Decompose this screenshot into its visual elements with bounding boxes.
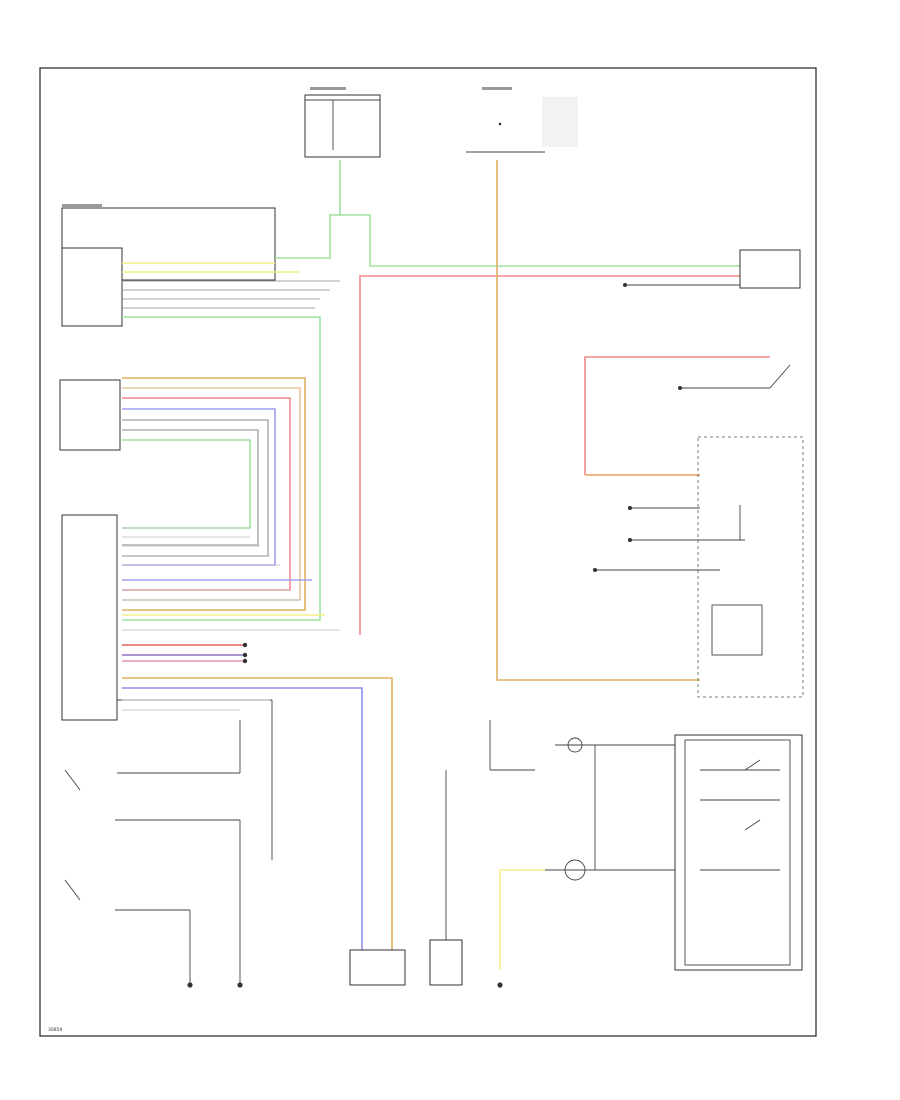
page-id-label: 30859 xyxy=(48,1027,62,1033)
right-switch xyxy=(678,364,791,390)
wire-orange-mid xyxy=(122,377,306,611)
connector-block-middle xyxy=(59,379,121,451)
wire-orange-main xyxy=(496,160,700,681)
wire-green-upper-pin xyxy=(122,316,321,621)
wire-blue-sensor xyxy=(122,687,363,950)
fuse-block-left xyxy=(304,87,381,158)
speed-sensor xyxy=(349,949,406,986)
wire-yellow-ground xyxy=(499,869,545,970)
wire-green-vertical xyxy=(275,214,340,259)
main-control-module xyxy=(61,514,273,860)
wire-red-main xyxy=(359,275,740,635)
bottom-connector xyxy=(429,770,463,986)
wire-green-mid xyxy=(122,439,251,529)
diagram-border xyxy=(39,67,817,1037)
connector-block-upper xyxy=(61,204,276,327)
ground-points xyxy=(64,769,503,988)
wire-blue-mid xyxy=(122,408,276,566)
combination-meter-module xyxy=(593,436,804,698)
right-top-module xyxy=(623,249,801,289)
wire-green-main xyxy=(339,160,740,267)
wire-gray-mid-2 xyxy=(122,429,259,546)
wire-red-mid xyxy=(122,397,291,591)
wire-red-right xyxy=(584,356,770,475)
fuse-block-center xyxy=(466,87,578,153)
shift-lever-assembly xyxy=(674,734,803,971)
wire-orange-sensor xyxy=(122,677,393,950)
splice-lines xyxy=(122,527,340,711)
central-relay xyxy=(489,720,675,970)
